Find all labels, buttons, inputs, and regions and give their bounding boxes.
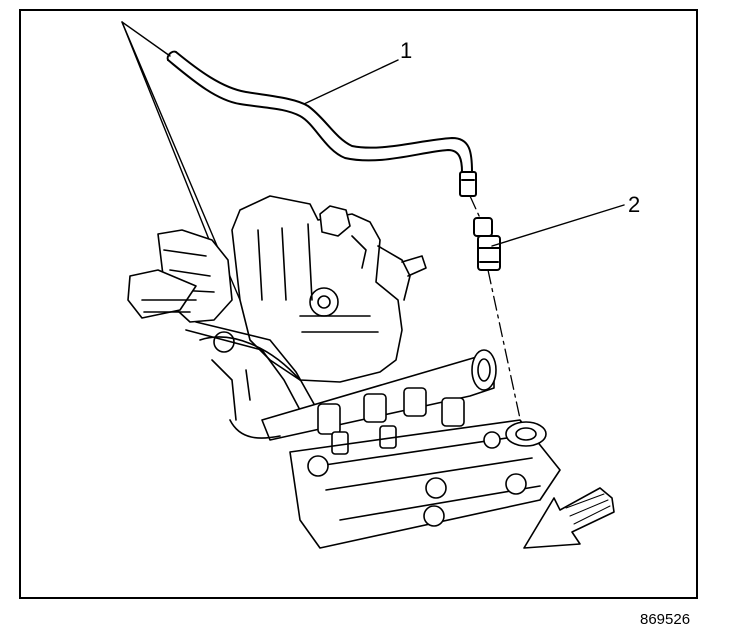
engine-assembly <box>127 195 561 549</box>
callout-1: 1 <box>400 38 413 63</box>
pcv-hose <box>166 50 477 197</box>
figure-number: 869526 <box>640 611 691 628</box>
front-arrow <box>523 487 615 549</box>
alignment-lines <box>469 195 523 429</box>
callout-2: 2 <box>628 192 641 217</box>
